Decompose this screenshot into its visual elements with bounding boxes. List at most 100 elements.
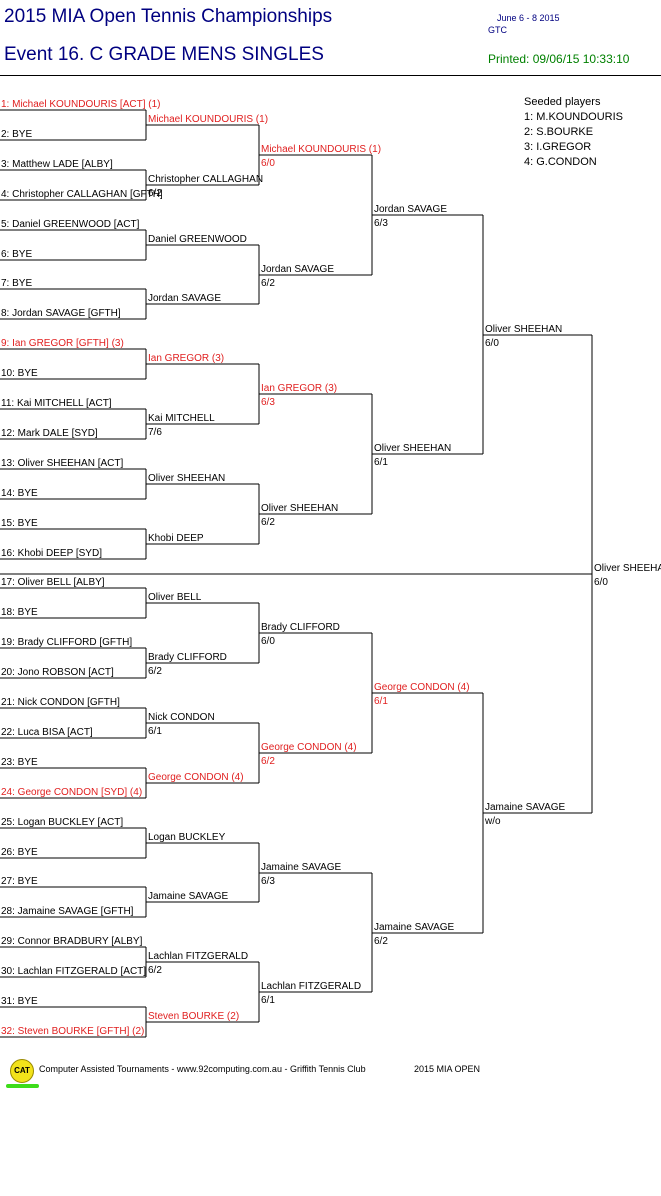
winner-name: Jordan SAVAGE <box>148 293 221 304</box>
match-score: 7/6 <box>148 427 162 438</box>
winner-name: Oliver SHEEHAN <box>485 324 562 335</box>
match-score: 6/2 <box>261 517 275 528</box>
logo-underline <box>6 1084 39 1088</box>
match-score: 6/0 <box>485 338 499 349</box>
match-score: 6/1 <box>374 696 388 707</box>
match-score: 6/2 <box>148 188 162 199</box>
winner-name: Ian GREGOR (3) <box>261 383 337 394</box>
draw-entry: 7: BYE <box>1 278 32 289</box>
draw-entry: 30: Lachlan FITZGERALD [ACT] <box>1 966 146 977</box>
draw-entry: 5: Daniel GREENWOOD [ACT] <box>1 219 140 230</box>
winner-name: Oliver BELL <box>148 592 202 603</box>
draw-entry: 20: Jono ROBSON [ACT] <box>1 667 114 678</box>
draw-entry: 3: Matthew LADE [ALBY] <box>1 159 113 170</box>
winner-name: Nick CONDON <box>148 712 215 723</box>
winner-name: Jordan SAVAGE <box>374 204 447 215</box>
draw-entry: 17: Oliver BELL [ALBY] <box>1 577 105 588</box>
footer: CAT Computer Assisted Tournaments - www.… <box>0 1056 661 1096</box>
draw-entry: 2: BYE <box>1 129 32 140</box>
winner-name: Logan BUCKLEY <box>148 832 226 843</box>
tournament-dates: June 6 - 8 2015 <box>497 13 560 23</box>
draw-entry: 25: Logan BUCKLEY [ACT] <box>1 817 123 828</box>
winner-name: Oliver SHEEHAN <box>594 563 661 574</box>
winner-name: Jamaine SAVAGE <box>261 862 342 873</box>
winner-name: Brady CLIFFORD <box>148 652 227 663</box>
winner-name: Oliver SHEEHAN <box>148 473 225 484</box>
printed-timestamp: Printed: 09/06/15 10:33:10 <box>488 52 630 66</box>
match-score: w/o <box>484 816 501 827</box>
draw-entry: 10: BYE <box>1 368 38 379</box>
match-score: 6/0 <box>261 158 275 169</box>
draw-entry: 11: Kai MITCHELL [ACT] <box>1 398 112 409</box>
draw-entry: 9: Ian GREGOR [GFTH] (3) <box>1 338 124 349</box>
winner-name: George CONDON (4) <box>374 682 470 693</box>
seed-entry: 3: I.GREGOR <box>524 141 592 153</box>
draw-entry: 13: Oliver SHEEHAN [ACT] <box>1 458 123 469</box>
header-divider <box>0 75 661 76</box>
draw-entry: 28: Jamaine SAVAGE [GFTH] <box>1 906 134 917</box>
draw-entry: 23: BYE <box>1 757 38 768</box>
draw-entry: 6: BYE <box>1 249 32 260</box>
match-score: 6/1 <box>148 726 162 737</box>
match-score: 6/3 <box>261 397 275 408</box>
winner-name: Daniel GREENWOOD <box>148 234 247 245</box>
winner-name: Michael KOUNDOURIS (1) <box>261 144 381 155</box>
draw-bracket: 1: Michael KOUNDOURIS [ACT] (1) 2: BYE 3: … <box>0 99 661 1038</box>
match-score: 6/3 <box>374 218 388 229</box>
winner-name: George CONDON (4) <box>261 742 357 753</box>
seed-entry: 1: M.KOUNDOURIS <box>524 111 624 123</box>
winner-name: Lachlan FITZGERALD <box>261 981 361 992</box>
winner-name: Jamaine SAVAGE <box>485 802 566 813</box>
match-score: 6/2 <box>148 666 162 677</box>
draw-entry: 26: BYE <box>1 847 38 858</box>
match-score: 6/1 <box>374 457 388 468</box>
winner-name: Brady CLIFFORD <box>261 622 340 633</box>
draw-entry: 32: Steven BOURKE [GFTH] (2) <box>1 1026 144 1037</box>
winner-name: Jamaine SAVAGE <box>374 922 455 933</box>
footer-credit: Computer Assisted Tournaments - www.92co… <box>39 1064 366 1074</box>
cat-logo: CAT <box>10 1059 34 1083</box>
draw-entry: 12: Mark DALE [SYD] <box>1 428 98 439</box>
seed-entry: 2: S.BOURKE <box>524 126 594 138</box>
draw-entry: 19: Brady CLIFFORD [GFTH] <box>1 637 132 648</box>
draw-entry: 21: Nick CONDON [GFTH] <box>1 697 120 708</box>
event-title: Event 16. C GRADE MENS SINGLES <box>4 44 324 65</box>
draw-entry: 27: BYE <box>1 876 38 887</box>
match-score: 6/2 <box>261 278 275 289</box>
draw-entry: 16: Khobi DEEP [SYD] <box>1 548 102 559</box>
winner-name: Lachlan FITZGERALD <box>148 951 248 962</box>
draw-entry: 8: Jordan SAVAGE [GFTH] <box>1 308 121 319</box>
winner-name: Oliver SHEEHAN <box>374 443 451 454</box>
match-score: 6/3 <box>261 876 275 887</box>
winner-name: Jamaine SAVAGE <box>148 891 229 902</box>
draw-entry: 15: BYE <box>1 518 38 529</box>
draw-entry: 29: Connor BRADBURY [ALBY] <box>1 936 143 947</box>
draw-entry: 1: Michael KOUNDOURIS [ACT] (1) <box>1 99 160 110</box>
match-score: 6/0 <box>594 577 608 588</box>
match-score: 6/2 <box>148 965 162 976</box>
draw-entry: 14: BYE <box>1 488 38 499</box>
winner-name: Ian GREGOR (3) <box>148 353 224 364</box>
match-score: 6/1 <box>261 995 275 1006</box>
winner-name: Jordan SAVAGE <box>261 264 334 275</box>
draw-entry: 4: Christopher CALLAGHAN [GFTH] <box>1 189 163 200</box>
draw-entry: 18: BYE <box>1 607 38 618</box>
seeded-players-title: Seeded players <box>524 96 601 108</box>
match-score: 6/2 <box>374 936 388 947</box>
winner-name: George CONDON (4) <box>148 772 244 783</box>
winner-name: Oliver SHEEHAN <box>261 503 338 514</box>
seeded-players-panel: Seeded players 1: M.KOUNDOURIS 2: S.BOUR… <box>524 95 623 170</box>
match-score: 6/0 <box>261 636 275 647</box>
winner-name: Michael KOUNDOURIS (1) <box>148 114 268 125</box>
winner-name: Christopher CALLAGHAN <box>148 174 263 185</box>
winner-name: Khobi DEEP <box>148 533 204 544</box>
seed-entry: 4: G.CONDON <box>524 156 597 168</box>
match-score: 6/2 <box>261 756 275 767</box>
winner-name: Steven BOURKE (2) <box>148 1011 239 1022</box>
winner-name: Kai MITCHELL <box>148 413 215 424</box>
footer-event: 2015 MIA OPEN <box>414 1064 481 1074</box>
venue-code: GTC <box>488 25 507 35</box>
draw-entry: 31: BYE <box>1 996 38 1007</box>
tournament-title: 2015 MIA Open Tennis Championships <box>4 6 333 27</box>
draw-entry: 22: Luca BISA [ACT] <box>1 727 93 738</box>
